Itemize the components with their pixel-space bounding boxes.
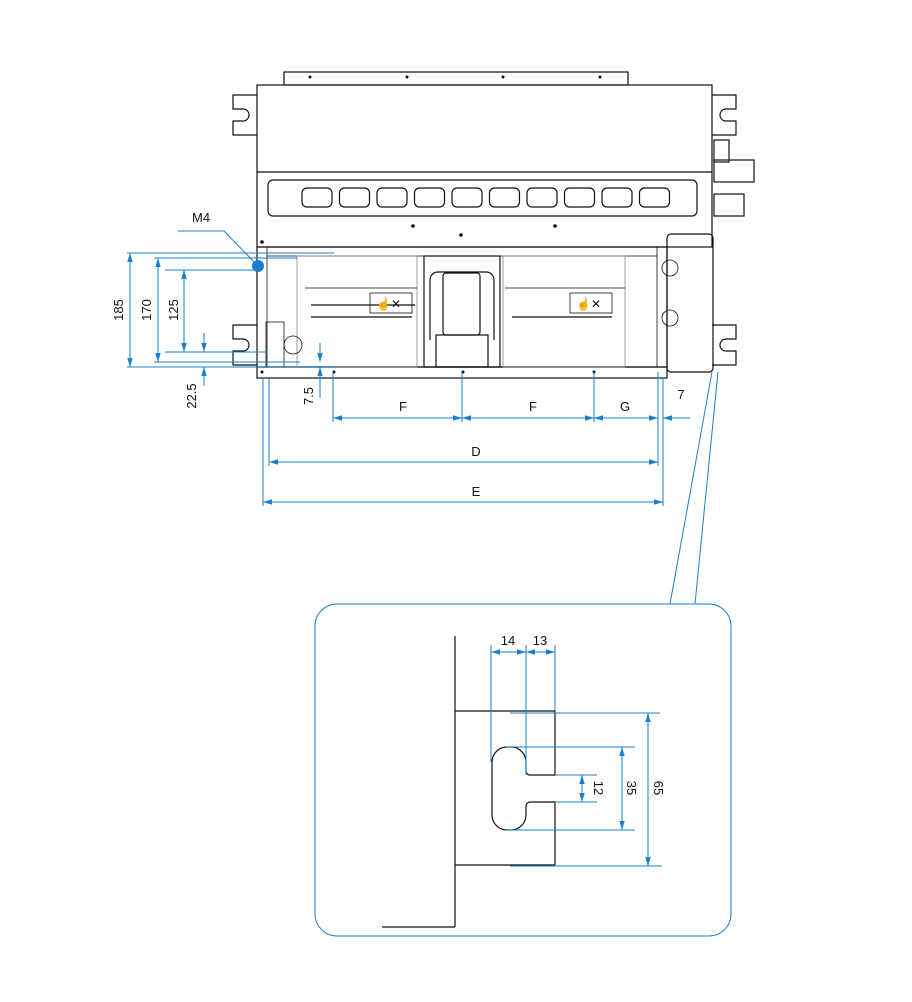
dim-13: 13 xyxy=(533,633,547,648)
louver-slot xyxy=(451,187,483,208)
louver-slot xyxy=(413,187,446,208)
dim-125: 125 xyxy=(166,299,181,321)
dim-7: 7 xyxy=(677,387,684,402)
louver-slot xyxy=(563,187,596,208)
dim-22-5: 22.5 xyxy=(184,383,199,408)
caution-hand-icon xyxy=(569,292,613,314)
louver-slot xyxy=(526,187,558,208)
louver-slot xyxy=(338,187,371,208)
detail-view: 14 13 12 35 65 xyxy=(314,603,732,937)
dimensions-main xyxy=(127,230,719,605)
svg-text:☝✕: ☝✕ xyxy=(376,296,401,311)
dim-65: 65 xyxy=(651,781,666,795)
svg-text:☝✕: ☝✕ xyxy=(576,296,601,311)
dim-7-5: 7.5 xyxy=(301,387,316,405)
dim-14: 14 xyxy=(501,633,515,648)
dim-35: 35 xyxy=(624,781,639,795)
keyhole-slot xyxy=(491,711,556,865)
motor xyxy=(442,272,481,336)
dim-12: 12 xyxy=(591,781,606,795)
dim-e: E xyxy=(472,484,481,499)
louver-slot xyxy=(488,187,521,208)
dim-185: 185 xyxy=(111,299,126,321)
caution-hand-icon xyxy=(369,292,413,314)
unit-body: ☝✕ ☝✕ xyxy=(232,71,755,379)
dim-f-left: F xyxy=(399,399,407,414)
louver-slots xyxy=(301,187,671,208)
dimension-labels-main: M4 185 170 125 22.5 7.5 F F G 7 D E xyxy=(111,210,685,499)
louver-slot xyxy=(601,187,633,208)
dim-d: D xyxy=(471,444,480,459)
louver-slot xyxy=(301,187,333,208)
dim-170: 170 xyxy=(139,299,154,321)
dim-f-right: F xyxy=(529,399,537,414)
dim-g: G xyxy=(620,399,630,414)
m4-hole-marker xyxy=(252,260,264,272)
louver-slot xyxy=(638,187,671,208)
louver-slot xyxy=(376,187,408,208)
m4-callout: M4 xyxy=(192,210,210,225)
